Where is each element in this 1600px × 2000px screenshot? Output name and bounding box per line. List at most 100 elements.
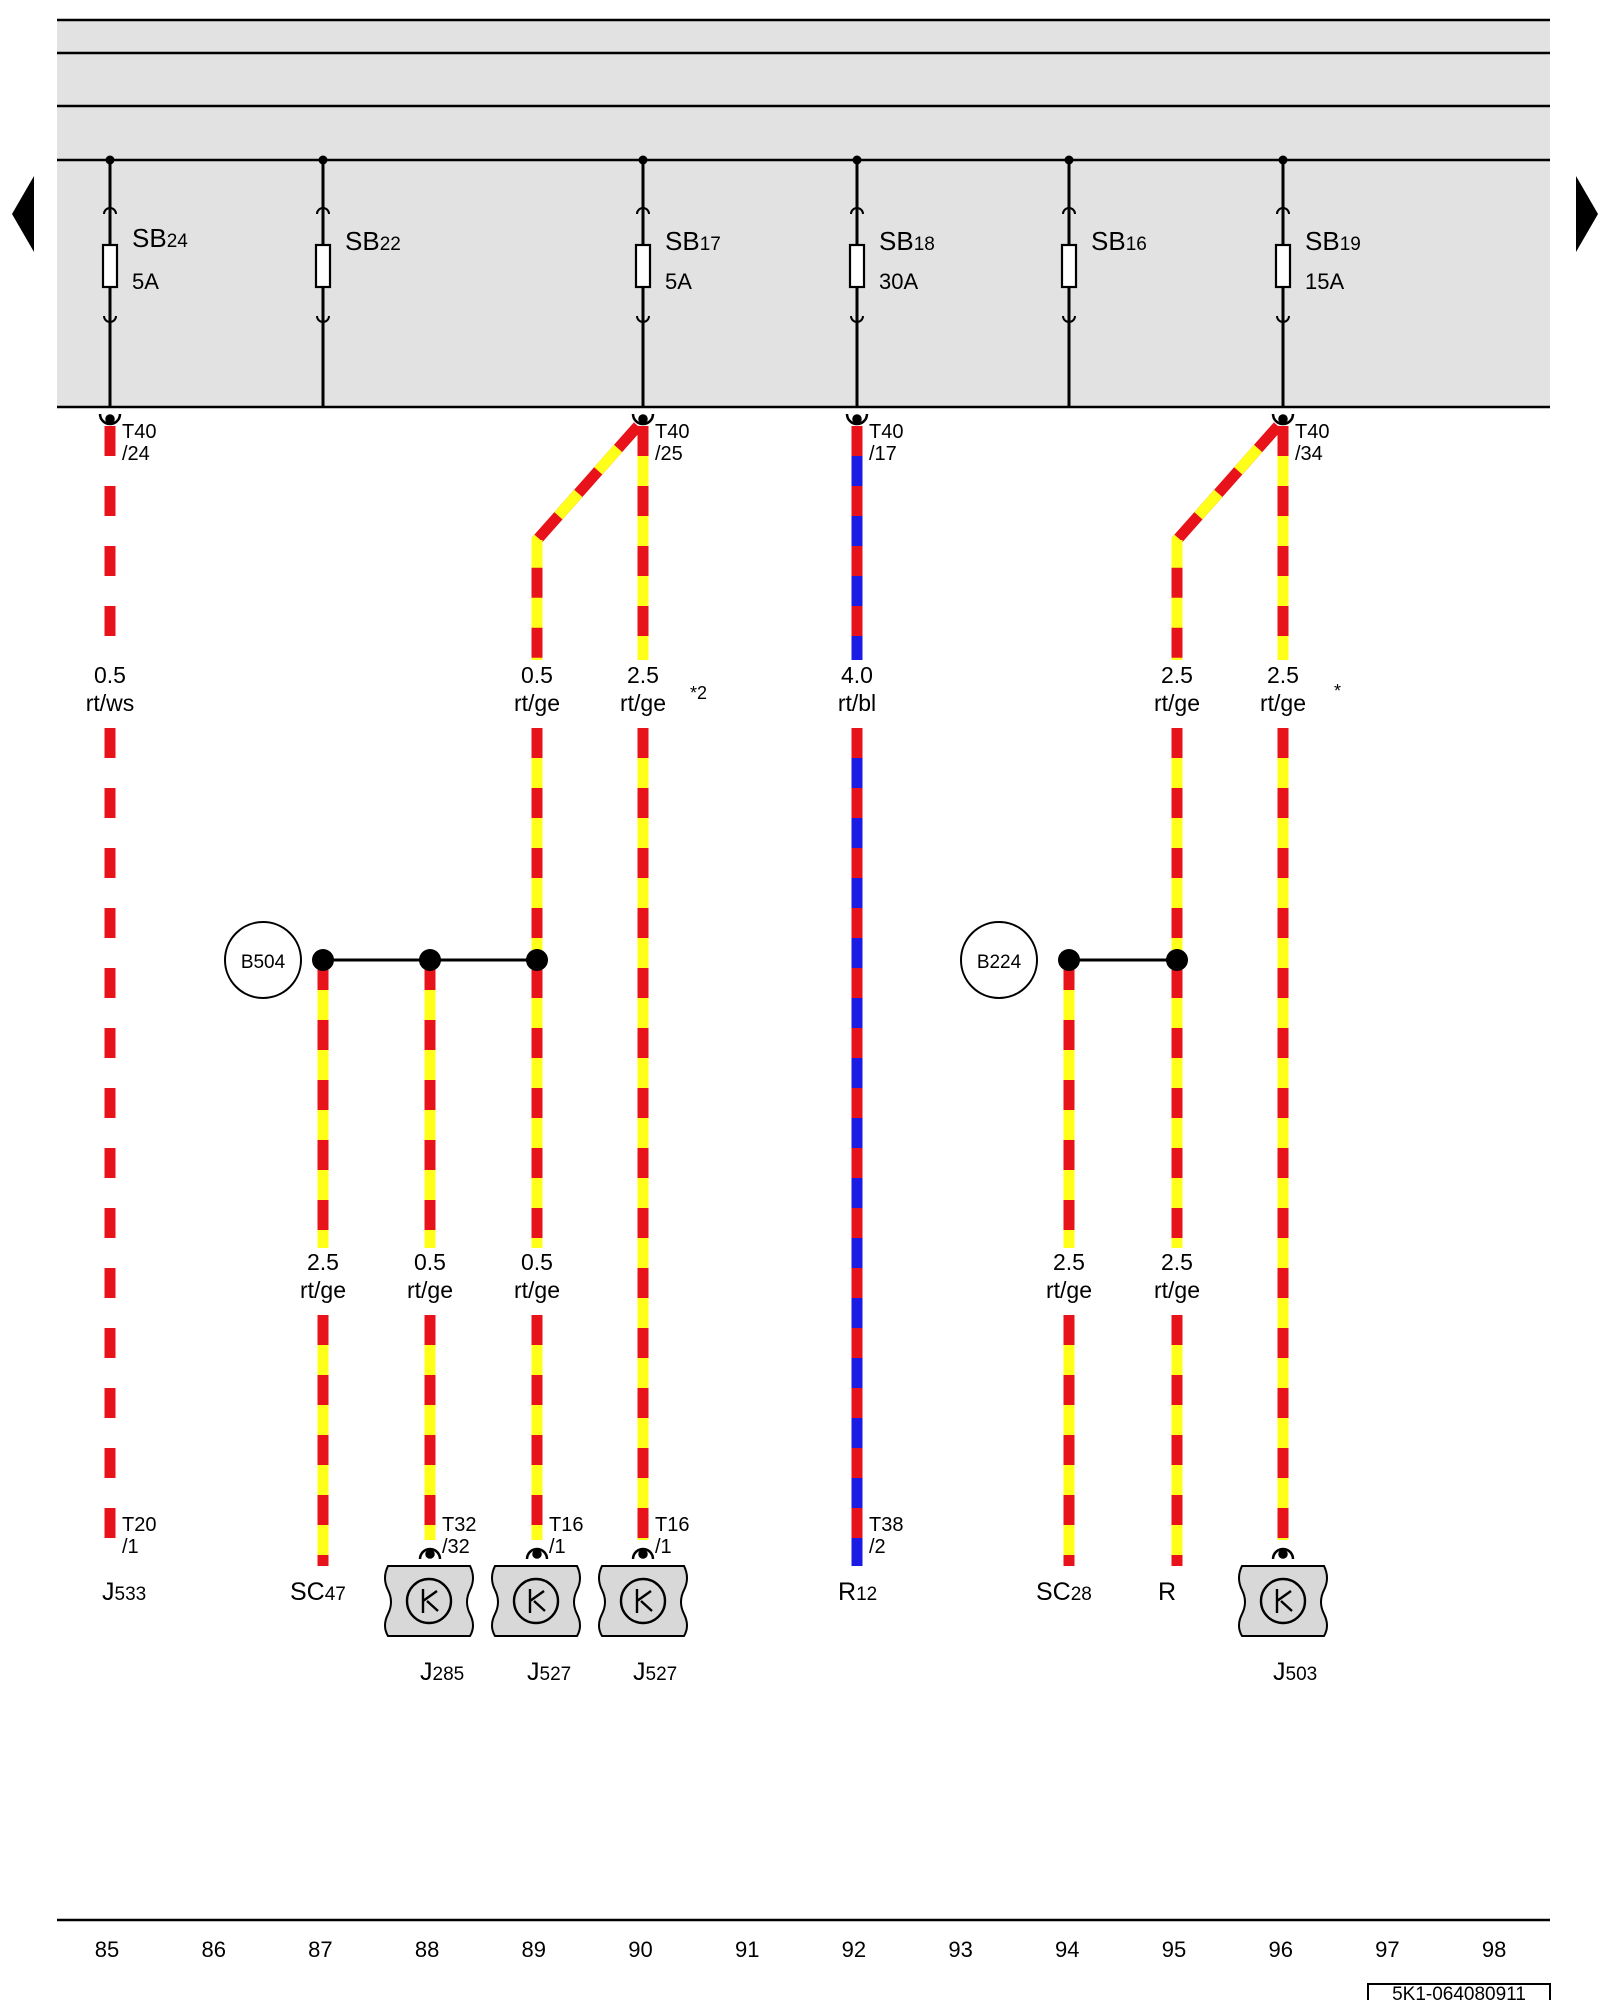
document-id: 5K1-064080911 [1392,1984,1526,2000]
fuse-rating: 5A [132,269,159,294]
connector-pin-label: T40 [655,421,689,443]
connector-pin-label: T38 [869,1514,903,1536]
component-label-sc47: SC47 [290,1578,346,1606]
junction-dot [1058,949,1080,971]
connector-pin-number: /17 [869,443,897,465]
wire-size: 2.5 [1161,662,1193,688]
triangle-left-icon[interactable] [12,176,34,252]
fuse-sb16: SB16 [1060,155,1147,407]
wire-size: 2.5 [307,1249,339,1275]
column-number: 92 [842,1937,866,1962]
wire-95-top-stripe [1171,422,1283,660]
fuse-sb19: SB19 15A [1274,155,1361,408]
component-label-r12: R12 [838,1578,877,1606]
wire-size: 2.5 [1161,1249,1193,1275]
wire-size: 2.5 [1053,1249,1085,1275]
column-number: 98 [1482,1937,1506,1962]
fuses: SB24 5A SB22 SB17 5A [101,155,1361,408]
footnote-marker: *2 [690,683,707,703]
triangle-right-icon[interactable] [1576,176,1598,252]
wire-89-top [531,422,643,660]
wires [104,422,1289,1566]
junction-dot [419,949,441,971]
control-unit-j285 [384,1565,474,1637]
control-unit-j527 [598,1565,688,1637]
footnote-marker: * [1334,681,1341,701]
wire-size: 0.5 [521,662,553,688]
column-number: 96 [1268,1937,1292,1962]
column-number: 94 [1055,1937,1079,1962]
component-label-j527: J527 [527,1658,571,1686]
wire-color: rt/ge [1154,1277,1200,1303]
wire-color: rt/bl [838,690,876,716]
splice-label: B504 [241,952,286,973]
component-label-j503: J503 [1273,1658,1317,1686]
wire-color: rt/ge [407,1277,453,1303]
wire-size: 0.5 [521,1249,553,1275]
wire-color: rt/ws [86,690,135,716]
splice-b504: B504 [224,921,302,999]
control-unit-j503 [1238,1565,1328,1637]
wire-color: rt/ge [300,1277,346,1303]
connector-pin-number: /1 [122,1536,139,1558]
junction-dot [1166,949,1188,971]
connector-pin-label: T32 [442,1514,476,1536]
fuse-label: SB19 [1305,226,1361,256]
fuse-sb18: SB18 30A [848,155,935,408]
wire-89-top-stripe [531,422,643,660]
wire-color: rt/ge [620,690,666,716]
wire-color: rt/ge [1260,690,1306,716]
splice-b224: B224 [960,921,1038,999]
top-connector-labels: T40 /24 T40 /25 T40 /17 T40 /34 [122,421,1329,465]
wire-color: rt/ge [1154,690,1200,716]
connector-pin-label: T20 [122,1514,156,1536]
top-connector-symbols [98,413,1295,426]
component-label-sc28: SC28 [1036,1578,1092,1606]
connector-pin-number: /34 [1295,443,1323,465]
fuse-label: SB16 [1091,226,1147,256]
component-label-r: R [1158,1578,1176,1606]
connector-pin-label: T40 [122,421,156,443]
column-number: 97 [1375,1937,1399,1962]
component-labels: J533 SC47 R12 SC28 R J285 J527 J527 J503 [102,1578,1317,1686]
component-label-j285: J285 [420,1658,464,1686]
connector-pin-label: T40 [869,421,903,443]
column-number: 90 [628,1937,652,1962]
column-number: 87 [308,1937,332,1962]
wire-color: rt/ge [514,690,560,716]
wire-size: 0.5 [414,1249,446,1275]
column-number: 91 [735,1937,759,1962]
splice-junctions [312,949,1188,971]
connector-pin-number: /24 [122,443,150,465]
control-unit-j527 [491,1565,581,1637]
fuse-label: SB17 [665,226,721,256]
column-number: 88 [415,1937,439,1962]
bottom-connector-symbols [418,1547,1295,1560]
wire-labels-upper: 0.5 rt/ws 0.5 rt/ge 2.5 rt/ge 4.0 rt/bl … [86,662,1341,716]
wire-color: rt/ge [1046,1277,1092,1303]
document-id-box: 5K1-064080911 [1367,1983,1551,2000]
junction-dot [526,949,548,971]
wire-size: 4.0 [841,662,873,688]
column-number: 85 [95,1937,119,1962]
splice-label: B224 [977,952,1022,973]
fuse-rating: 5A [665,269,692,294]
fuse-sb24: SB24 5A [101,155,188,408]
connector-pin-label: T16 [549,1514,583,1536]
fuse-rating: 15A [1305,269,1344,294]
component-label-j533: J533 [102,1578,146,1606]
connector-pin-label: T40 [1295,421,1329,443]
fuse-sb22: SB22 [314,155,401,407]
connector-pin-number: /32 [442,1536,470,1558]
wire-labels-lower: 2.5 rt/ge 0.5 rt/ge 0.5 rt/ge 2.5 rt/ge … [300,1249,1200,1303]
busbar-lines [57,18,1550,409]
wire-size: 2.5 [1267,662,1299,688]
wire-size: 0.5 [94,662,126,688]
bottom-connector-labels: T20 /1 T32 /32 T16 /1 T16 /1 T38 /2 [122,1514,903,1558]
connector-pin-number: /1 [655,1536,672,1558]
connector-pin-number: /1 [549,1536,566,1558]
fuse-panel [57,20,1550,407]
component-label-j527: J527 [633,1658,677,1686]
